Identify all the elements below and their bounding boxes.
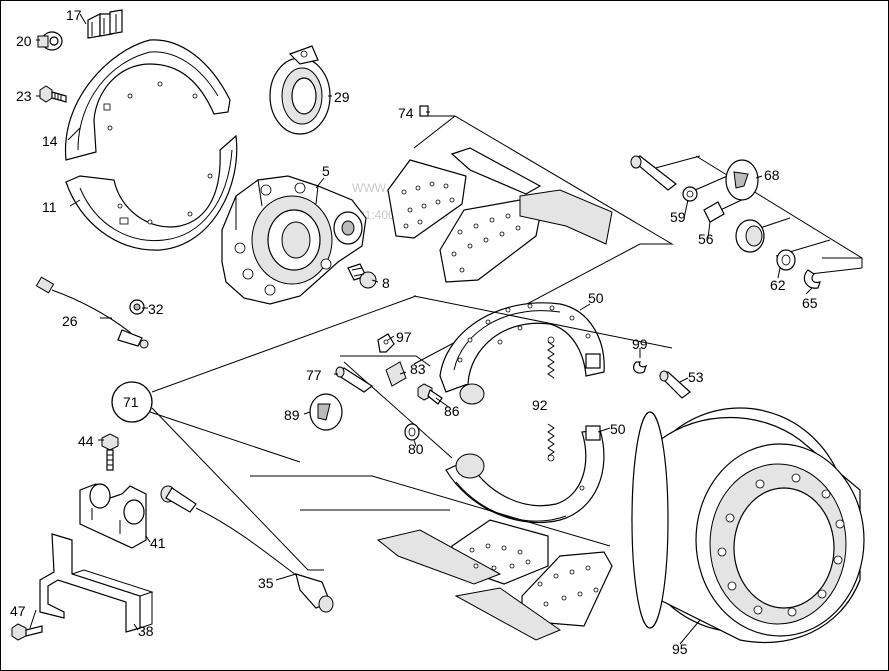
callout-97: 97 — [396, 329, 412, 345]
part-32-nut — [129, 299, 145, 315]
part-5-actuator-housing — [221, 175, 367, 305]
callout-80: 80 — [408, 441, 424, 457]
part-35-sensor-cable — [160, 485, 334, 613]
callout-8: 8 — [382, 275, 390, 291]
callout-41: 41 — [150, 535, 166, 551]
part-95-brake-drum — [631, 407, 865, 644]
callout-62: 62 — [770, 277, 786, 293]
callout-99: 99 — [632, 336, 648, 352]
callout-89: 89 — [284, 407, 300, 423]
part-29-ring — [269, 45, 331, 135]
callout-53: 53 — [688, 369, 704, 385]
callout-74: 74 — [398, 105, 414, 121]
part-53-pin — [658, 370, 691, 399]
part-23-bolt — [39, 85, 67, 103]
part-17-clip — [87, 9, 123, 39]
callout-11: 11 — [42, 199, 57, 215]
callout-92: 92 — [532, 397, 548, 413]
callout-68: 68 — [764, 167, 780, 183]
part-38-bracket — [39, 533, 154, 633]
callout-35: 35 — [258, 575, 274, 591]
callout-44: 44 — [78, 433, 94, 449]
callout-14: 14 — [42, 133, 58, 149]
callout-38: 38 — [138, 623, 154, 639]
part-89-lever — [309, 393, 343, 431]
part-44-bolt — [101, 433, 119, 471]
part-68-pin-kit — [630, 155, 863, 289]
part-8-bolt — [347, 263, 377, 289]
part-lining-pads-lower — [376, 519, 613, 641]
callout-47: 47 — [10, 603, 26, 619]
callout-59: 59 — [670, 209, 686, 225]
callout-32: 32 — [148, 301, 164, 317]
callout-56: 56 — [698, 231, 714, 247]
part-47-bolt — [11, 623, 43, 641]
part-11-dust-shield-lower — [65, 134, 238, 251]
callout-29: 29 — [334, 89, 350, 105]
part-50-brake-shoe-upper — [439, 302, 605, 405]
callout-77: 77 — [306, 367, 322, 383]
part-92-spring — [547, 336, 555, 462]
part-97-tab — [377, 333, 395, 353]
callout-86: 86 — [444, 403, 460, 419]
callout-65: 65 — [802, 295, 818, 311]
callout-26: 26 — [62, 313, 78, 329]
callout-95: 95 — [672, 641, 688, 657]
part-99-clip — [632, 361, 648, 374]
part-14-dust-shield-upper — [64, 39, 231, 161]
callout-5: 5 — [322, 163, 330, 179]
callout-17: 17 — [66, 7, 82, 23]
part-41-bracket — [79, 483, 147, 549]
part-80-washer — [404, 423, 420, 441]
part-26-sensor-cable — [35, 276, 149, 349]
leader-lines — [29, 13, 813, 645]
part-71-hardware-kit — [149, 295, 673, 571]
callout-50-lower: 50 — [610, 421, 626, 437]
callout-20: 20 — [16, 33, 32, 49]
callout-23: 23 — [16, 88, 32, 104]
callout-71-circle — [111, 381, 153, 423]
part-83-plate — [385, 361, 407, 387]
callout-50-upper: 50 — [588, 290, 604, 306]
part-20-plug — [37, 31, 63, 51]
part-74-lining-set — [387, 105, 674, 365]
callout-71: 71 — [123, 394, 139, 410]
part-86-bolt — [417, 383, 443, 405]
part-50-brake-shoe-lower — [445, 425, 605, 524]
callout-83: 83 — [410, 361, 426, 377]
